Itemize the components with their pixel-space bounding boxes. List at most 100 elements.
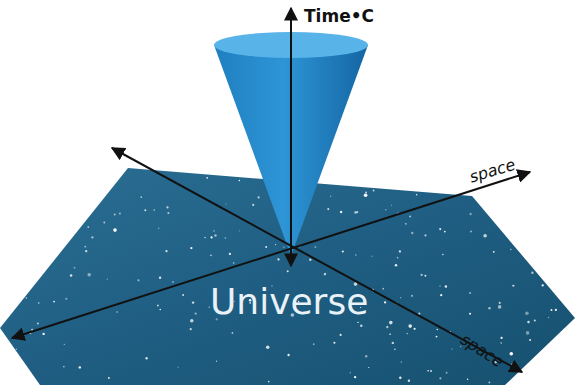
star [266,346,270,350]
star [392,342,394,344]
star [213,230,215,232]
star [206,177,208,179]
star [268,381,270,383]
star [107,279,108,280]
time-axis [290,8,292,256]
star [436,336,438,338]
star [451,348,452,349]
star [330,196,332,198]
star [542,284,544,286]
star [391,205,392,206]
star [411,232,413,234]
star [439,377,441,379]
star [16,349,17,350]
star [526,331,530,335]
star [26,297,28,299]
star [63,366,64,367]
star [382,288,384,290]
star [229,253,231,255]
star [364,194,368,198]
star [483,234,487,238]
star [265,246,267,248]
star [225,203,226,204]
star [74,267,76,269]
star [85,250,87,252]
star [488,307,490,309]
star [277,258,279,260]
star [79,366,81,368]
star [384,301,386,303]
star [87,226,89,228]
star [531,272,533,274]
star [548,317,549,318]
star [439,228,441,230]
star [84,246,86,248]
star [190,319,194,323]
star [232,332,234,334]
star [350,372,351,373]
star [119,212,121,214]
star [365,355,367,357]
star [287,270,289,272]
star [313,343,315,345]
star [421,274,423,276]
star [137,279,139,281]
star [368,367,369,368]
star [424,275,426,277]
star [416,194,417,195]
star [527,321,529,323]
star [340,211,342,213]
star [204,237,205,238]
star [400,361,401,362]
star [327,208,329,210]
star [178,367,179,368]
star [470,231,472,233]
star [239,230,240,231]
star [233,262,234,263]
star [103,222,105,224]
star [145,357,147,359]
star [529,339,531,341]
star [395,264,398,267]
star [373,190,375,192]
star [31,329,33,331]
star [208,306,210,308]
star [192,301,194,303]
star [511,363,513,365]
star [354,376,356,378]
star [439,285,440,286]
axis-label: space [468,157,518,186]
star [87,273,91,277]
star [444,231,446,233]
star [440,294,442,296]
star [394,349,396,351]
star [144,209,146,211]
star [333,342,335,344]
star [190,328,192,330]
star [283,246,284,247]
star [510,352,514,356]
star [287,354,289,356]
star [411,295,413,297]
star [342,251,344,253]
star [430,370,432,372]
star [324,274,326,276]
star [70,274,73,277]
star [408,324,412,328]
star [356,211,358,213]
star [42,333,44,335]
star [225,237,227,239]
star [389,321,393,325]
star [360,324,362,326]
star [446,372,448,374]
space-axis [12,172,530,338]
star [365,192,367,194]
star [275,244,276,245]
star [116,311,118,313]
star [399,250,401,252]
star [153,209,155,211]
star [166,206,168,208]
star [211,236,213,238]
star [159,309,160,310]
star [427,370,429,372]
